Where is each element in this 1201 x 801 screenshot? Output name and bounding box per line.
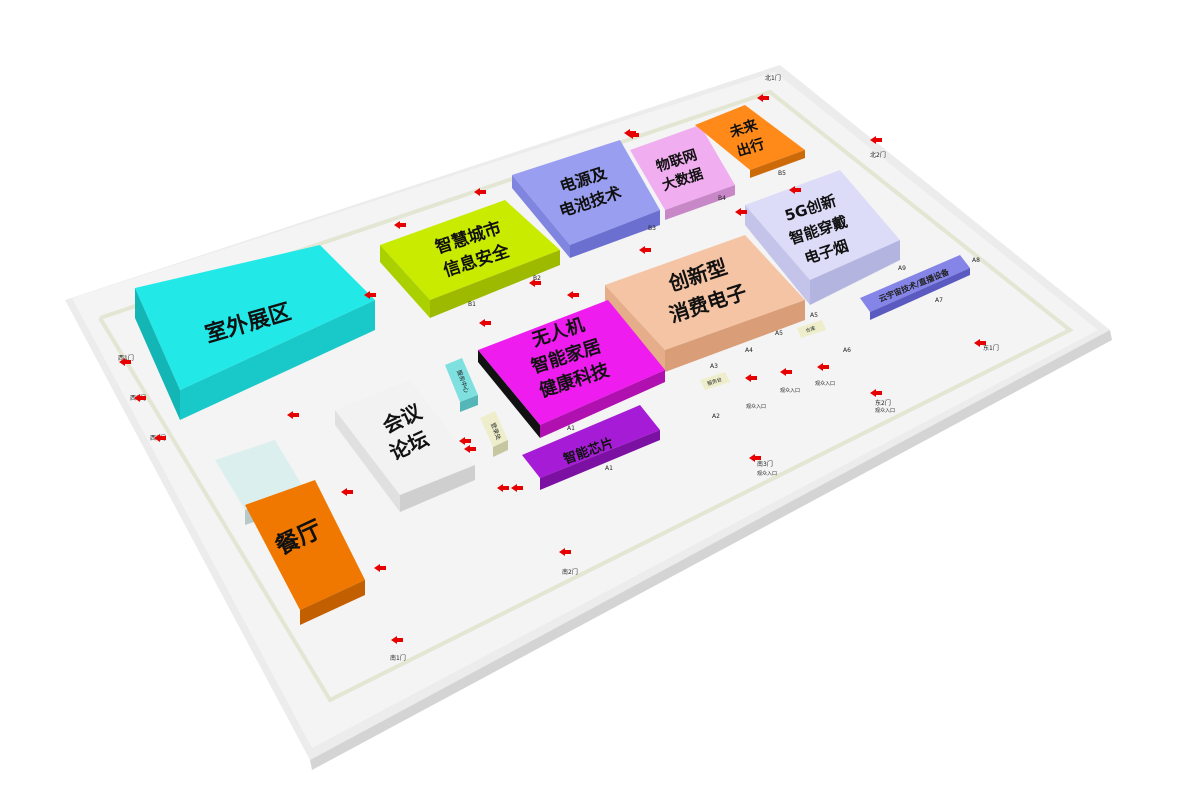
hall-5g[interactable]: 5G创新 智能穿戴 电子烟 [745, 170, 900, 305]
zone-a1b: A1 [605, 465, 613, 472]
direction-arrow [735, 208, 747, 216]
zone-a6: A6 [843, 347, 851, 354]
warehouse[interactable]: 仓库 [797, 320, 826, 338]
zone-a8: A8 [972, 257, 980, 264]
entry-label-2: 观众入口 [780, 388, 800, 394]
zone-a5: A5 [775, 330, 783, 337]
hall-consumer[interactable]: 创新型 消费电子 [605, 235, 805, 372]
hall-outdoor[interactable]: 室外展区 [135, 245, 375, 420]
direction-arrow [870, 136, 882, 144]
hall-power[interactable]: 电源及 电池技术 [512, 140, 660, 258]
gate-south1: 南1门 [390, 654, 406, 662]
info-desk-label: 服务台 [706, 376, 722, 387]
direction-arrow [749, 454, 761, 462]
gate-south3: 南3门 [757, 460, 773, 468]
zone-b2: B2 [533, 275, 541, 282]
hall-restaurant[interactable]: 餐厅 [215, 440, 365, 625]
entry-label-3: 观众入口 [815, 381, 835, 387]
gate-east2: 东2门 [875, 399, 891, 407]
direction-arrow [511, 484, 523, 492]
hall-mobility[interactable]: 未来 出行 [695, 105, 805, 178]
zone-a5b: A5 [810, 312, 818, 319]
zone-a7: A7 [935, 297, 943, 304]
hall-smart-home[interactable]: 无人机 智能家居 健康科技 [478, 300, 665, 438]
direction-arrow [459, 437, 471, 445]
direction-arrow [789, 186, 801, 194]
entry-label-5: 观众入口 [875, 408, 895, 414]
direction-arrow [474, 188, 486, 196]
zone-a4: A4 [745, 347, 753, 354]
direction-arrow [745, 374, 757, 382]
direction-arrow [870, 389, 882, 397]
direction-arrow [627, 131, 639, 139]
hall-smart-city[interactable]: 智慧城市 信息安全 [380, 200, 560, 318]
direction-arrow [639, 246, 651, 254]
direction-arrow [364, 291, 376, 299]
direction-arrow [817, 363, 829, 371]
service-center[interactable]: 服务中心 [445, 358, 478, 412]
direction-arrow [391, 636, 403, 644]
direction-arrow [567, 291, 579, 299]
hall-chip[interactable]: 智能芯片 [522, 405, 660, 490]
gate-west1: 西1门 [118, 354, 134, 362]
direction-arrow [134, 394, 146, 402]
gate-north2: 北2门 [870, 151, 886, 159]
venue-floor-edge [310, 330, 1112, 770]
direction-arrows [119, 94, 986, 644]
direction-arrow [287, 411, 299, 419]
gate-south2: 南2门 [562, 568, 578, 576]
direction-arrow [374, 564, 386, 572]
direction-arrow [479, 319, 491, 327]
direction-arrow [497, 484, 509, 492]
zone-b1: B1 [468, 301, 476, 308]
zone-a2: A2 [712, 413, 720, 420]
info-desk[interactable]: 服务台 [700, 372, 730, 390]
zone-labels: B1 B2 B3 B4 B5 A1 A1 A2 A3 A4 A5 A6 A7 A… [468, 170, 980, 472]
warehouse-label: 仓库 [805, 325, 817, 335]
zone-a3: A3 [710, 363, 718, 370]
direction-arrow [119, 358, 131, 366]
direction-arrow [757, 94, 769, 102]
hall-iot[interactable]: 物联网 大数据 [630, 125, 735, 220]
zone-b4: B4 [718, 195, 726, 202]
gate-east1: 东1门 [983, 344, 999, 352]
direction-arrow [780, 368, 792, 376]
zone-b3: B3 [648, 225, 656, 232]
direction-arrow [559, 548, 571, 556]
direction-arrow [341, 488, 353, 496]
registration-desk[interactable]: 登录处 [480, 411, 508, 457]
zone-a9: A9 [898, 265, 906, 272]
entry-label-4: 观众入口 [757, 471, 777, 477]
entry-label-1: 观众入口 [746, 404, 766, 410]
direction-arrow [529, 279, 541, 287]
hall-meeting[interactable]: 会议 论坛 [335, 380, 475, 512]
entry-labels: 观众入口 观众入口 观众入口 观众入口 观众入口 [746, 381, 895, 477]
direction-arrow [154, 434, 166, 442]
direction-arrow [464, 445, 476, 453]
zone-a1: A1 [567, 425, 575, 432]
zone-b5: B5 [778, 170, 786, 177]
direction-arrow [394, 221, 406, 229]
direction-arrow [974, 339, 986, 347]
gate-north1: 北1门 [765, 74, 781, 82]
